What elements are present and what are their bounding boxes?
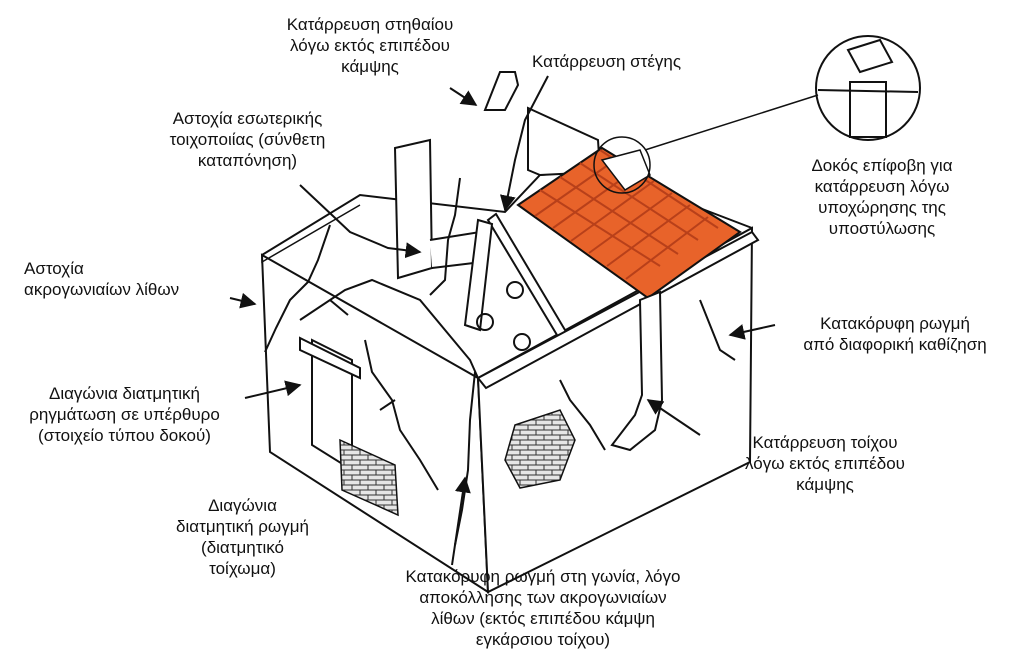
cracks — [264, 177, 736, 546]
label-diagonal-shear-crack: Διαγώνια διατμητική ρωγμή (διατμητικό το… — [176, 496, 309, 578]
interior-wall — [393, 138, 434, 280]
roof-tiles — [516, 146, 742, 300]
gear-icon — [476, 281, 531, 351]
label-corner-stones-failure: Αστοχία ακρογωνιαίων λίθων — [24, 259, 180, 299]
lintel-beam — [299, 336, 361, 380]
leader-lines — [229, 75, 776, 566]
label-interior-wall-failure: Αστοχία εσωτερικής τοιχοποιίας (σύνθετη … — [169, 109, 326, 170]
label-diagonal-cracking-lintel: Διαγώνια διατμητική ρηγμάτωση σε υπέρθυρ… — [29, 384, 220, 445]
label-roof-collapse: Κατάρρευση στέγης — [532, 52, 682, 71]
gable-wall — [299, 278, 479, 379]
debris-column — [463, 218, 494, 332]
label-beam-prone: Δοκός επίφοβη για κατάρρευση λόγω υποχώρ… — [811, 156, 953, 238]
detail-callout — [593, 35, 921, 194]
parapet-debris — [483, 71, 520, 111]
brick-left — [339, 438, 399, 517]
label-corner-vertical-crack: Κατακόρυφη ρωγμή στη γωνία, λόγο αποκόλλ… — [405, 567, 681, 649]
label-vertical-crack-settlement: Κατακόρυφη ρωγμή από διαφορική καθίζηση — [803, 314, 987, 354]
label-parapet-collapse: Κατάρρευση στηθαίου λόγω εκτός επιπέδου … — [286, 15, 454, 76]
label-wall-collapse: Κατάρρευση τοίχου λόγω εκτός επιπέδου κά… — [745, 433, 905, 494]
brick-right — [504, 409, 576, 489]
